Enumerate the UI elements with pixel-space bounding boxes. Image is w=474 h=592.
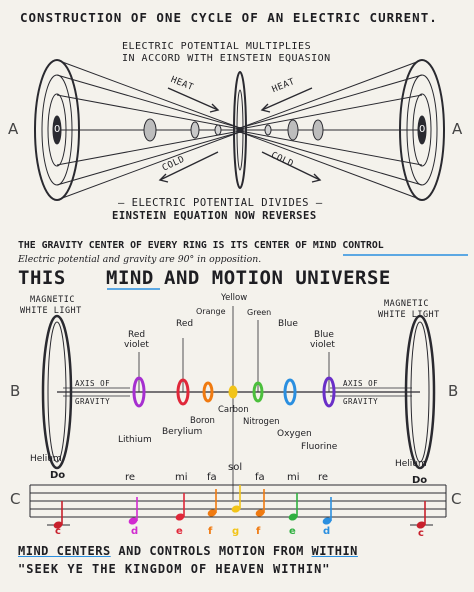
red-violet-label-1: Red	[128, 330, 146, 340]
ring-yellow	[228, 385, 238, 399]
ring-green	[252, 381, 264, 403]
note-letter-c-left: c	[55, 526, 61, 537]
red-violet-label-2: violet	[124, 340, 149, 350]
footer-mind-centers: MIND CENTERS	[18, 544, 111, 558]
ring-red-violet	[132, 376, 146, 408]
axis-right-2: GRAVITY	[343, 397, 379, 406]
ring-blue	[283, 378, 297, 406]
label-b-right: B	[448, 382, 459, 400]
potential-divides-label: — ELECTRIC POTENTIAL DIVIDES —	[118, 197, 323, 209]
solfege-mi-2: mi	[287, 472, 300, 483]
note-head-e-2	[288, 513, 298, 521]
blue-violet-label-1: Blue	[314, 330, 334, 340]
element-helium-right: Helium	[395, 459, 427, 469]
big-heading-mind: MIND	[106, 267, 154, 289]
magnetic-left-1: MAGNETIC	[30, 295, 75, 305]
big-heading-rest: AND MOTION UNIVERSE	[164, 267, 391, 289]
solfege-mi-1: mi	[175, 472, 188, 483]
note-head-e-1	[175, 513, 185, 521]
element-oxygen: Oxygen	[277, 429, 312, 439]
ring-orange	[202, 381, 214, 403]
potential-multiplies-label: ELECTRIC POTENTIAL MULTIPLIES	[122, 41, 312, 52]
label-c-right: C	[451, 490, 462, 508]
ring-blue-violet	[322, 376, 336, 408]
note-head-f-1	[207, 509, 217, 517]
color-orange-label: Orange	[196, 307, 226, 316]
footer-line-2: "SEEK YE THE KINGDOM OF HEAVEN WITHIN"	[18, 562, 331, 576]
element-nitrogen: Nitrogen	[243, 417, 280, 427]
axis-left-1: AXIS OF	[75, 379, 111, 388]
magnetic-right-1: MAGNETIC	[384, 299, 429, 309]
element-carbon: Carbon	[218, 405, 249, 415]
label-a-right: A	[452, 120, 463, 138]
axis-left-2: GRAVITY	[75, 397, 111, 406]
color-green-label: Green	[247, 308, 272, 317]
note-letter-f-1: f	[208, 526, 213, 537]
element-fluorine: Fluorine	[301, 442, 338, 452]
color-blue-label: Blue	[278, 319, 298, 329]
page-title: CONSTRUCTION OF ONE CYCLE OF AN ELECTRIC…	[20, 10, 438, 25]
music-staff	[29, 484, 447, 526]
note-head-d-2	[322, 517, 332, 525]
solfege-sol: sol	[228, 462, 243, 473]
solfege-fa-2: fa	[255, 472, 265, 483]
color-rings	[132, 376, 336, 408]
note-letter-d-1: d	[131, 526, 139, 537]
solfege-re-2: re	[318, 472, 329, 483]
axis-right-1: AXIS OF	[343, 379, 379, 388]
note-letter-g: g	[232, 526, 240, 537]
magnetic-right-2: WHITE LIGHT	[378, 310, 440, 320]
magnetic-left-2: WHITE LIGHT	[20, 306, 82, 316]
note-letter-e-1: e	[176, 526, 183, 537]
footer-controls-motion: AND CONTROLS MOTION FROM	[110, 544, 312, 558]
footer-line-1: MIND CENTERS AND CONTROLS MOTION FROM WI…	[18, 545, 358, 557]
color-red-label: Red	[176, 319, 194, 329]
note-letter-c-right: c	[418, 528, 424, 539]
inner-a-right: 0	[419, 124, 426, 135]
solfege-fa-1: fa	[207, 472, 217, 483]
center-disc	[233, 71, 247, 189]
label-a-left: A	[8, 120, 19, 138]
element-boron: Boron	[190, 416, 215, 426]
blue-violet-label-2: violet	[310, 340, 335, 350]
einstein-equasion-label: IN ACCORD WITH EINSTEIN EQUASION	[122, 53, 331, 64]
solfege-re-1: re	[125, 472, 136, 483]
element-helium-left: Helium	[30, 454, 62, 464]
solfege-do-right: Do	[412, 475, 428, 486]
color-yellow-label: Yellow	[221, 293, 248, 303]
ring-red	[176, 378, 190, 406]
big-heading-this: THIS	[18, 267, 66, 289]
note-head-c-right	[416, 521, 426, 529]
gravity-center-line: THE GRAVITY CENTER OF EVERY RING IS ITS …	[18, 240, 384, 251]
note-letter-f-2: f	[256, 526, 261, 537]
note-letter-e-2: e	[289, 526, 296, 537]
note-head-c-left	[53, 521, 63, 529]
element-lithium: Lithium	[118, 435, 152, 445]
note-letter-d-2: d	[323, 526, 331, 537]
note-head-f-2	[255, 509, 265, 517]
label-b-left: B	[10, 382, 21, 400]
music-notes	[53, 485, 426, 529]
label-c-left: C	[10, 490, 21, 508]
note-head-g	[231, 505, 241, 513]
inner-a-left: 0	[54, 124, 61, 135]
cone-diagram	[34, 59, 445, 201]
solfege-do-left: Do	[50, 470, 66, 481]
equation-reverses-label: EINSTEIN EQUATION NOW REVERSES	[112, 210, 317, 222]
electric-gravity-line: Electric potential and gravity are 90° i…	[18, 254, 262, 265]
note-head-d-1	[128, 517, 138, 525]
footer-within: WITHIN	[311, 544, 358, 558]
element-berylium: Berylium	[162, 427, 203, 437]
spectrum-diagram	[41, 306, 436, 500]
